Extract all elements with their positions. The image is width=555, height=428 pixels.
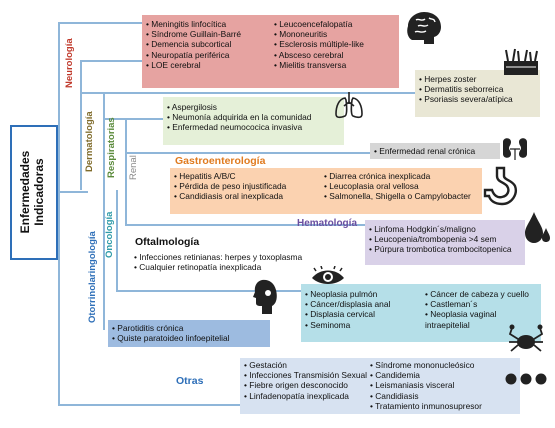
list-item: • Esclerosis múltiple-like xyxy=(274,39,364,50)
kidneys-icon xyxy=(503,138,527,160)
list-item: intraepitelial xyxy=(425,319,470,330)
list-item: • Enfermedad renal crónica xyxy=(374,146,476,156)
list-item: • Síndrome Guillain-Barré xyxy=(146,29,242,40)
hematologia-title: Hematología xyxy=(297,218,358,229)
neurologia-box: • Meningitis linfocítica • Síndrome Guil… xyxy=(142,15,399,88)
stomach-icon xyxy=(483,166,517,206)
connector-oto-vert xyxy=(103,190,105,330)
oncologia-box: • Neoplasia pulmón • Cáncer/displasia an… xyxy=(301,284,541,342)
label-respiratorias: Respiratorias xyxy=(106,117,117,178)
list-item: • Demencia subcortical xyxy=(146,39,232,50)
connector-otras xyxy=(58,404,240,406)
list-item: • Aspergilosis xyxy=(167,102,217,112)
connector-neuro xyxy=(58,22,142,24)
list-item: • Hepatitis A/B/C xyxy=(174,171,236,181)
connector-renal-vert xyxy=(125,118,127,225)
list-item: • Meningitis linfocítica xyxy=(146,19,227,29)
list-item: • Absceso cerebral xyxy=(274,49,344,60)
connector-derm-vert xyxy=(80,60,82,190)
list-item: • Mononeuritis xyxy=(274,29,328,40)
list-item: • Linfadenopatía inexplicada xyxy=(244,390,349,401)
list-item: • Candidiasis oral inexplicada xyxy=(174,191,284,202)
list-item: • Leucopenia/trombopenia >4 sem xyxy=(369,234,497,245)
list-item: • Cualquier retinopatía inexplicada xyxy=(134,262,262,273)
renal-box: • Enfermedad renal crónica xyxy=(370,143,500,159)
label-dermatologia: Dermatología xyxy=(84,111,95,172)
root-box: Enfermedades Indicadoras xyxy=(10,125,58,260)
list-item: • Parotiditis crónica xyxy=(112,323,184,333)
label-oncologia: Oncología xyxy=(104,211,115,258)
hematologia-box: • Linfoma Hodgkin´s/maligno • Leucopenia… xyxy=(365,220,525,265)
list-item: • Diarrea crónica inexplicada xyxy=(324,171,431,181)
list-item: • Candidiasis xyxy=(370,390,419,401)
blood-drop-icon xyxy=(525,212,550,243)
list-item: • Neoplasia vaginal xyxy=(425,309,497,320)
connector-hema xyxy=(125,224,365,226)
label-otorrino: Otorrinolaringología xyxy=(87,231,98,323)
list-item: • Gestación xyxy=(244,360,287,370)
list-item: • Pérdida de peso injustificada xyxy=(174,181,287,192)
list-item: • Infecciones retinianas: herpes y toxop… xyxy=(134,252,303,262)
eye-icon xyxy=(312,266,344,284)
lungs-icon xyxy=(335,92,363,119)
respiratorias-box: • Aspergilosis • Neumonía adquirida en l… xyxy=(163,97,344,145)
list-item: • Displasia cervical xyxy=(305,309,375,320)
crab-icon xyxy=(508,324,544,352)
list-item: • Púrpura trombotica trombocitopenica xyxy=(369,244,512,255)
otras-title: Otras xyxy=(176,375,204,387)
list-item: • Candidemia xyxy=(370,370,420,381)
list-item: • Cáncer/displasia anal xyxy=(305,299,391,310)
head-profile-icon xyxy=(253,279,277,314)
label-neurologia: Neurología xyxy=(64,38,75,88)
otras-box: • Gestación • Infecciones Transmisión Se… xyxy=(240,358,520,414)
list-item: • Dermatitis seborreica xyxy=(419,84,504,95)
list-item: • Linfoma Hodgkin´s/maligno xyxy=(369,224,476,234)
oftalmologia-title: Oftalmología xyxy=(135,236,200,248)
list-item: • Tratamiento inmunosupresor xyxy=(370,400,482,411)
ellipsis-icon xyxy=(505,373,547,385)
list-item: • Herpes zoster xyxy=(419,74,477,84)
list-item: • Mielitis transversa xyxy=(274,59,347,70)
skin-icon xyxy=(504,48,538,75)
list-item: • Psoriasis severa/atípica xyxy=(419,94,513,105)
connector-derm xyxy=(80,92,415,94)
list-item: • Salmonella, Shigella o Campylobacter xyxy=(324,191,471,202)
list-item: • LOE cerebral xyxy=(146,59,201,70)
root-title: Enfermedades Indicadoras xyxy=(18,150,46,234)
connector-renal xyxy=(125,152,370,154)
dermatologia-box: • Herpes zoster • Dermatitis seborreica … xyxy=(415,70,540,117)
list-item: • Cáncer de cabeza y cuello xyxy=(425,289,529,299)
list-item: • Leucoencefalopatía xyxy=(274,19,353,29)
list-item: • Enfermedad neumococica invasiva xyxy=(167,122,303,133)
list-item: • Neoplasia pulmón xyxy=(305,289,378,299)
list-item: • Neumonía adquirida en la comunidad xyxy=(167,112,312,123)
gastro-title: Gastroenterología xyxy=(175,155,266,167)
list-item: • Síndrome mononucleósico xyxy=(370,360,475,370)
connector-resp-vert xyxy=(103,92,105,190)
list-item: • Leismaniasis visceral xyxy=(370,380,455,391)
brain-icon xyxy=(407,12,441,44)
list-item: • Neuropatía periférica xyxy=(146,49,230,60)
label-renal: Renal xyxy=(128,155,139,180)
connector-resp xyxy=(103,118,163,120)
connector-onco xyxy=(116,290,301,292)
oftalmologia-box: • Infecciones retinianas: herpes y toxop… xyxy=(130,250,345,276)
list-item: • Seminoma xyxy=(305,319,351,330)
connector-neuro-box xyxy=(80,60,142,62)
list-item: • Fiebre origen desconocido xyxy=(244,380,348,391)
list-item: • Quiste paratoideo linfoepitelial xyxy=(112,333,230,344)
connector-root-out xyxy=(58,191,88,193)
list-item: • Leucoplasia oral vellosa xyxy=(324,181,419,192)
connector-onco-vert xyxy=(116,190,118,292)
otorrino-box: • Parotiditis crónica • Quiste paratoide… xyxy=(108,320,270,347)
list-item: • Infecciones Transmisión Sexual xyxy=(244,370,368,381)
connector-spine xyxy=(58,22,60,405)
list-item: • Castleman´s xyxy=(425,299,478,310)
gastro-box: • Hepatitis A/B/C • Pérdida de peso inju… xyxy=(170,168,482,214)
